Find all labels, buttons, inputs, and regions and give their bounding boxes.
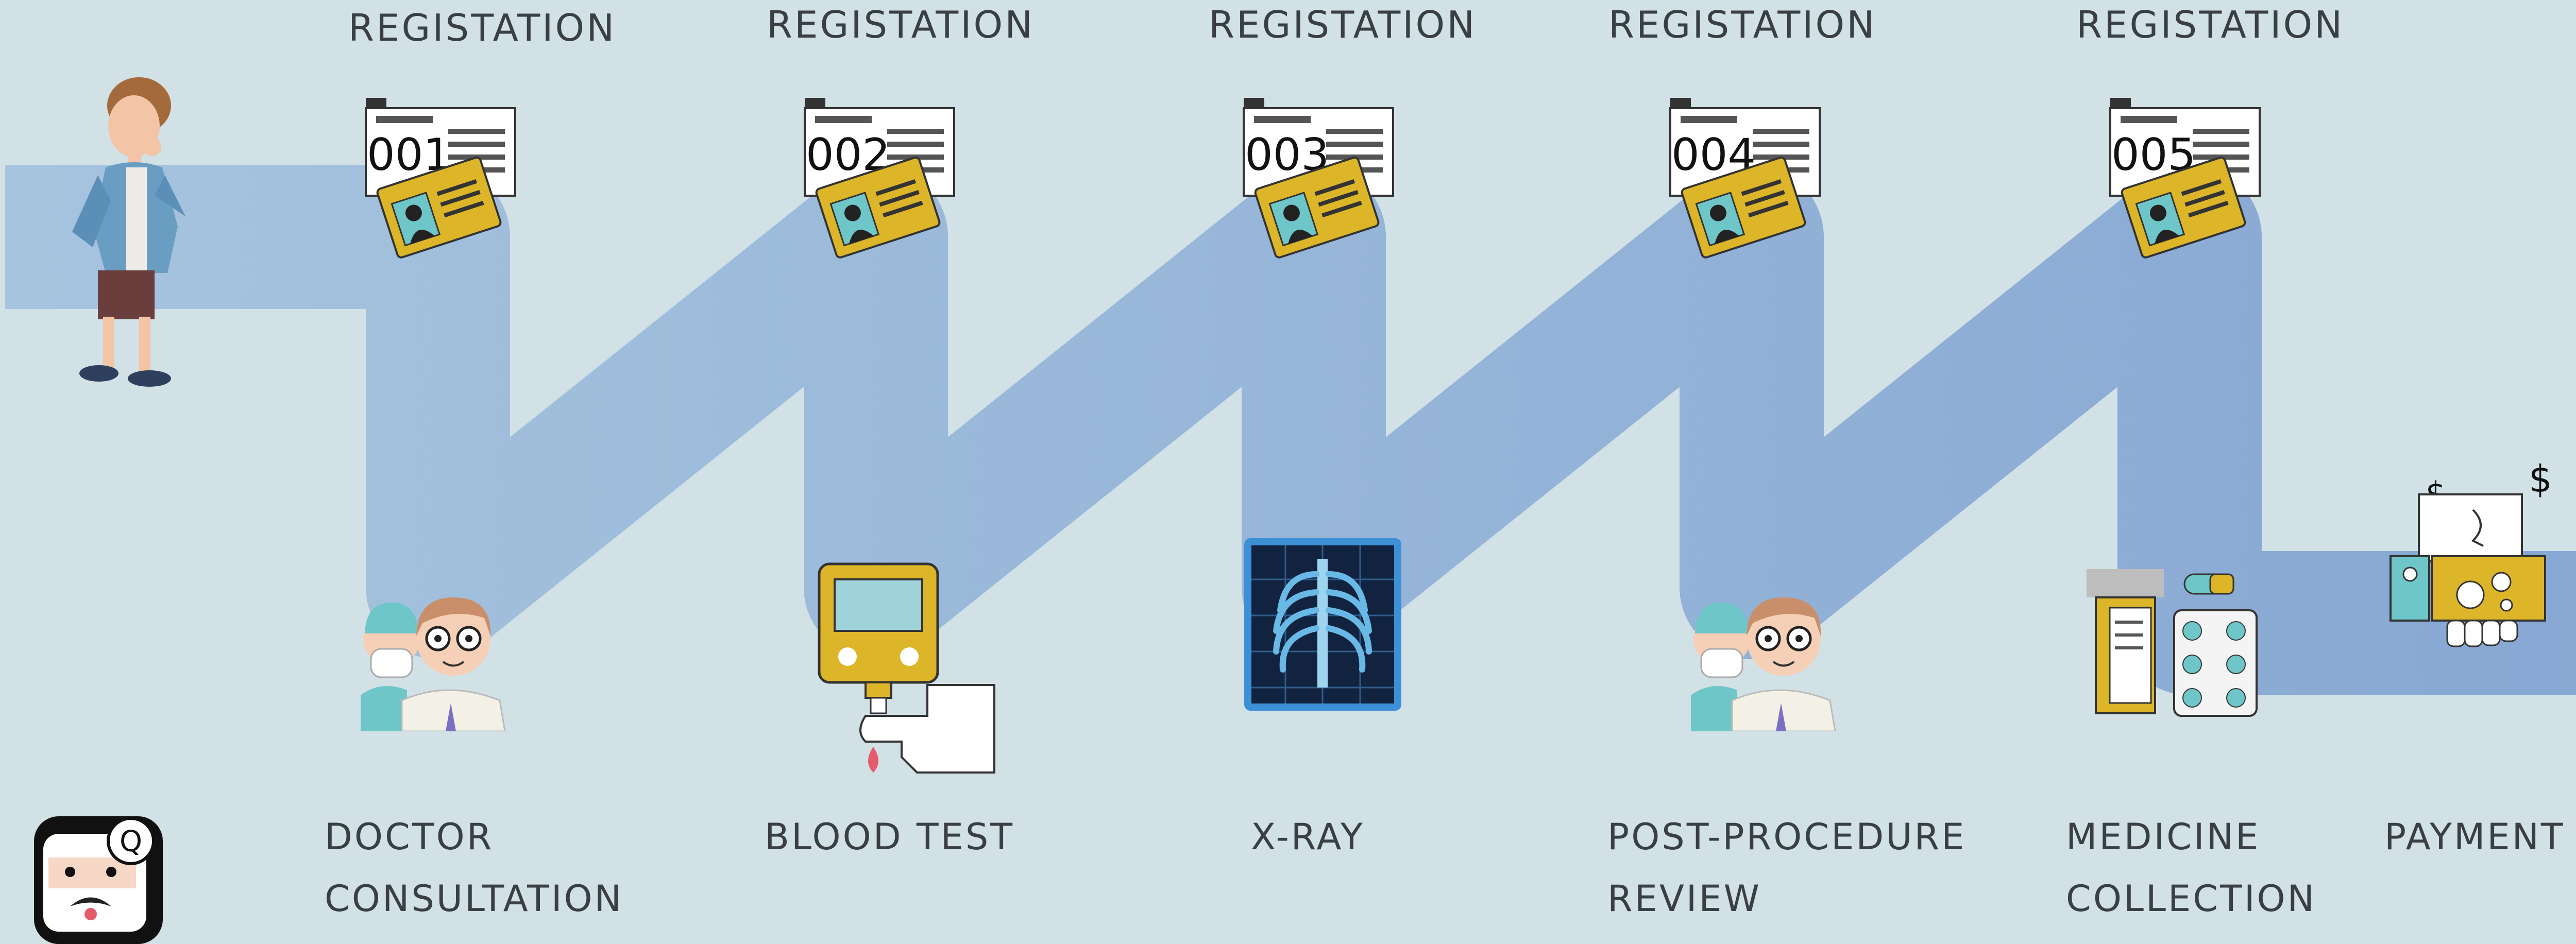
- dollar-sign-icon: $: [2529, 457, 2552, 501]
- zigzag-path: [5, 165, 2576, 695]
- stage-label-line1: BLOOD TEST: [765, 816, 1015, 858]
- medicine-icon: [2087, 569, 2258, 717]
- stage-label-line2: REVIEW: [1607, 878, 1761, 920]
- logo-badge-icon: Q: [34, 816, 163, 944]
- stage-label-line1: X-RAY: [1251, 816, 1365, 858]
- registration-card-icon: 004: [1669, 98, 1821, 259]
- registration-label-3: REGISTATION: [1209, 3, 1477, 46]
- patient-figure: [72, 77, 185, 387]
- doctor-nurse-icon: [1691, 597, 1836, 731]
- xray-icon: [1244, 538, 1401, 711]
- blood-test-icon: [818, 562, 995, 774]
- registration-label-2: REGISTATION: [767, 3, 1035, 46]
- registration-card-icon: 001: [365, 98, 516, 259]
- stage-label-line1: DOCTOR: [325, 816, 494, 858]
- doctor-nurse-icon: [361, 597, 506, 731]
- registration-card-icon: 003: [1243, 98, 1394, 259]
- stage-label-line1: MEDICINE: [2066, 816, 2261, 858]
- payment-icon: $ $: [2389, 457, 2552, 647]
- stage-label-line2: COLLECTION: [2066, 878, 2316, 920]
- stage-label-line1: POST-PROCEDURE: [1607, 816, 1967, 858]
- stage-label-line2: CONSULTATION: [325, 878, 624, 920]
- badge-letter: Q: [120, 825, 142, 859]
- registration-card-icon: 002: [804, 98, 955, 259]
- registration-label-1: REGISTATION: [348, 6, 617, 49]
- stage-label-line1: PAYMENT: [2384, 816, 2565, 858]
- registration-label-5: REGISTATION: [2076, 3, 2345, 46]
- registration-label-4: REGISTATION: [1608, 3, 1877, 46]
- registration-card-icon: 005: [2109, 98, 2261, 259]
